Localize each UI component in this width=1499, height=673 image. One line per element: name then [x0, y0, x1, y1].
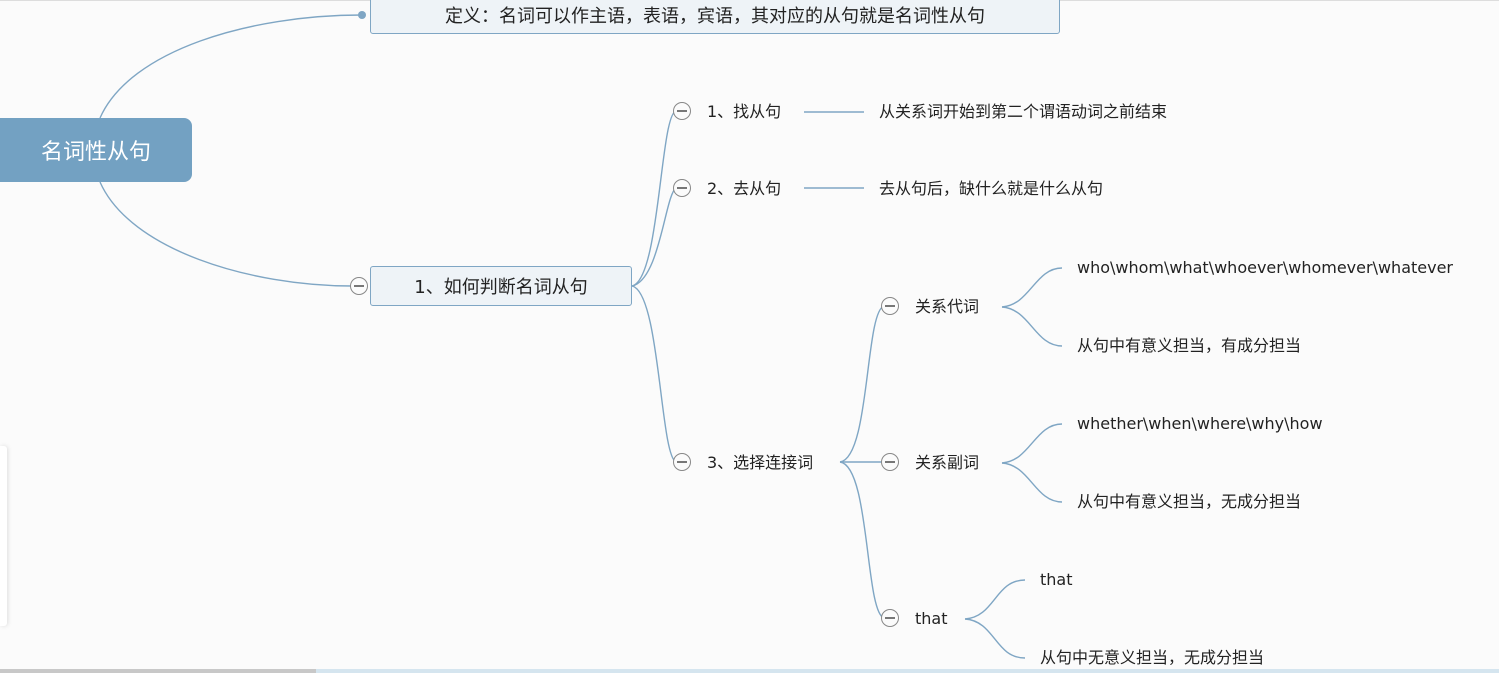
- collapse-toggle-icon[interactable]: [881, 453, 899, 471]
- side-panel-edge[interactable]: [0, 446, 7, 626]
- collapse-toggle-icon[interactable]: [673, 179, 691, 197]
- subtopic-that[interactable]: that: [915, 609, 948, 628]
- collapse-toggle-icon[interactable]: [881, 609, 899, 627]
- leaf-topic[interactable]: whether\when\where\why\how: [1077, 414, 1323, 433]
- definition-label: 定义：名词可以作主语，表语，宾语，其对应的从句就是名词性从句: [445, 6, 985, 27]
- collapse-toggle-icon[interactable]: [673, 102, 691, 120]
- connector-root-branch1: [99, 181, 353, 287]
- collapse-toggle-icon[interactable]: [881, 297, 899, 315]
- leaf-topic[interactable]: that: [1040, 570, 1073, 589]
- leaf-topic[interactable]: who\whom\what\whoever\whomever\whatever: [1077, 258, 1453, 277]
- branch-topic-label: 1、如何判断名词从句: [414, 277, 588, 298]
- subtopic-remove-clause[interactable]: 2、去从句: [707, 179, 782, 198]
- subtopic-relative-adverb[interactable]: 关系副词: [915, 453, 980, 472]
- connector-g3-b: [964, 618, 1026, 659]
- horizontal-scrollbar-track[interactable]: [316, 669, 1499, 673]
- root-topic-label: 名词性从句: [40, 140, 151, 165]
- connector-b1-c1: [631, 110, 677, 287]
- connector-b1-c3: [631, 285, 677, 463]
- connector-g1-b: [1001, 306, 1063, 347]
- root-topic[interactable]: 名词性从句: [0, 118, 192, 182]
- leaf-topic[interactable]: 从句中有意义担当，无成分担当: [1077, 492, 1302, 511]
- connector-b1-c2: [631, 187, 677, 287]
- connector-c3-g1: [839, 305, 885, 463]
- subtopic-find-clause[interactable]: 1、找从句: [707, 102, 782, 121]
- subtopic-note[interactable]: 从关系词开始到第二个谓语动词之前结束: [879, 102, 1168, 121]
- connector-root-definition: [99, 14, 363, 119]
- leaf-topic[interactable]: 从句中有意义担当，有成分担当: [1077, 336, 1302, 355]
- connector-g2-a: [1001, 423, 1063, 464]
- subtopic-choose-connector[interactable]: 3、选择连接词: [707, 453, 814, 472]
- definition-topic[interactable]: 定义：名词可以作主语，表语，宾语，其对应的从句就是名词性从句: [370, 0, 1060, 34]
- connector-g2-b: [1001, 462, 1063, 503]
- connector-g3-a: [964, 579, 1026, 620]
- branch-topic-judge[interactable]: 1、如何判断名词从句: [370, 266, 632, 306]
- connector-g1-a: [1001, 267, 1063, 308]
- collapse-toggle-icon[interactable]: [673, 453, 691, 471]
- subtopic-relative-pronoun[interactable]: 关系代词: [915, 297, 980, 316]
- definition-anchor-dot: [358, 11, 366, 19]
- collapse-toggle-icon[interactable]: [350, 277, 368, 295]
- leaf-topic[interactable]: 从句中无意义担当，无成分担当: [1040, 648, 1265, 667]
- subtopic-note[interactable]: 去从句后，缺什么就是什么从句: [879, 179, 1104, 198]
- horizontal-scrollbar-thumb[interactable]: [0, 669, 316, 673]
- connector-c3-g3: [839, 461, 885, 619]
